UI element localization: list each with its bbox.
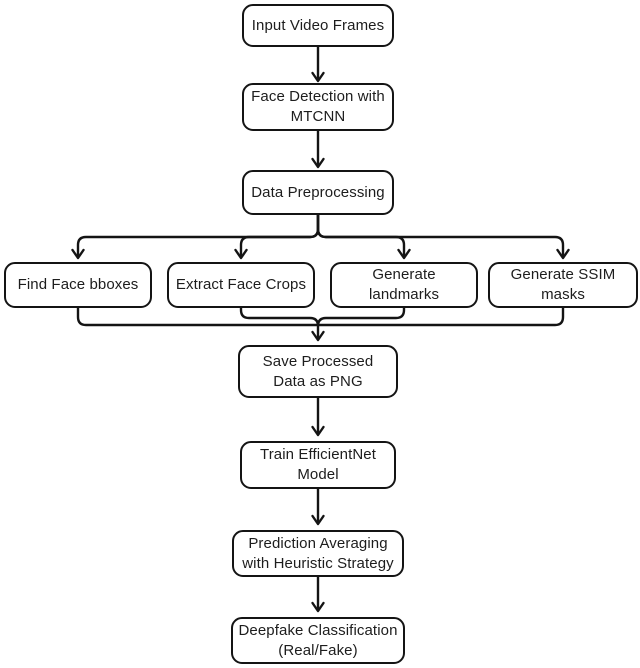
arrowhead-merge-to-save bbox=[311, 330, 325, 342]
edge-preprocessing-to-landmarks bbox=[316, 215, 406, 256]
arrowhead-save-to-train bbox=[311, 425, 325, 437]
node-generate-landmarks: Generate landmarks bbox=[330, 262, 478, 308]
edge-preprocessing-to-ssim bbox=[316, 215, 565, 256]
arrowhead-to-crops bbox=[234, 248, 248, 260]
node-find-face-bboxes: Find Face bboxes bbox=[4, 262, 152, 308]
arrowhead-to-ssim bbox=[556, 248, 570, 260]
arrowhead-to-bboxes bbox=[71, 248, 85, 260]
edge-bboxes-to-save bbox=[76, 308, 318, 327]
edge-preprocessing-to-crops bbox=[239, 215, 320, 256]
node-extract-face-crops: Extract Face Crops bbox=[167, 262, 315, 308]
edge-landmarks-to-save bbox=[316, 308, 406, 327]
edge-preprocessing-to-bboxes bbox=[76, 215, 320, 256]
node-generate-ssim-masks: Generate SSIM masks bbox=[488, 262, 638, 308]
arrowhead-to-landmarks bbox=[397, 248, 411, 260]
edge-crops-to-save bbox=[239, 308, 320, 327]
node-save-processed-data: Save Processed Data as PNG bbox=[238, 345, 398, 398]
edge-ssim-to-save bbox=[318, 308, 565, 327]
node-input-video-frames: Input Video Frames bbox=[242, 4, 394, 47]
arrowhead-input-to-facedetection bbox=[311, 71, 325, 83]
node-prediction-averaging: Prediction Averaging with Heuristic Stra… bbox=[232, 530, 404, 577]
node-face-detection-mtcnn: Face Detection with MTCNN bbox=[242, 83, 394, 131]
node-train-efficientnet-model: Train EfficientNet Model bbox=[240, 441, 396, 489]
arrowhead-facedetection-to-preprocessing bbox=[311, 157, 325, 169]
arrowhead-prediction-to-classification bbox=[311, 601, 325, 613]
node-deepfake-classification: Deepfake Classification (Real/Fake) bbox=[231, 617, 405, 664]
arrowhead-train-to-prediction bbox=[311, 514, 325, 526]
node-data-preprocessing: Data Preprocessing bbox=[242, 170, 394, 215]
